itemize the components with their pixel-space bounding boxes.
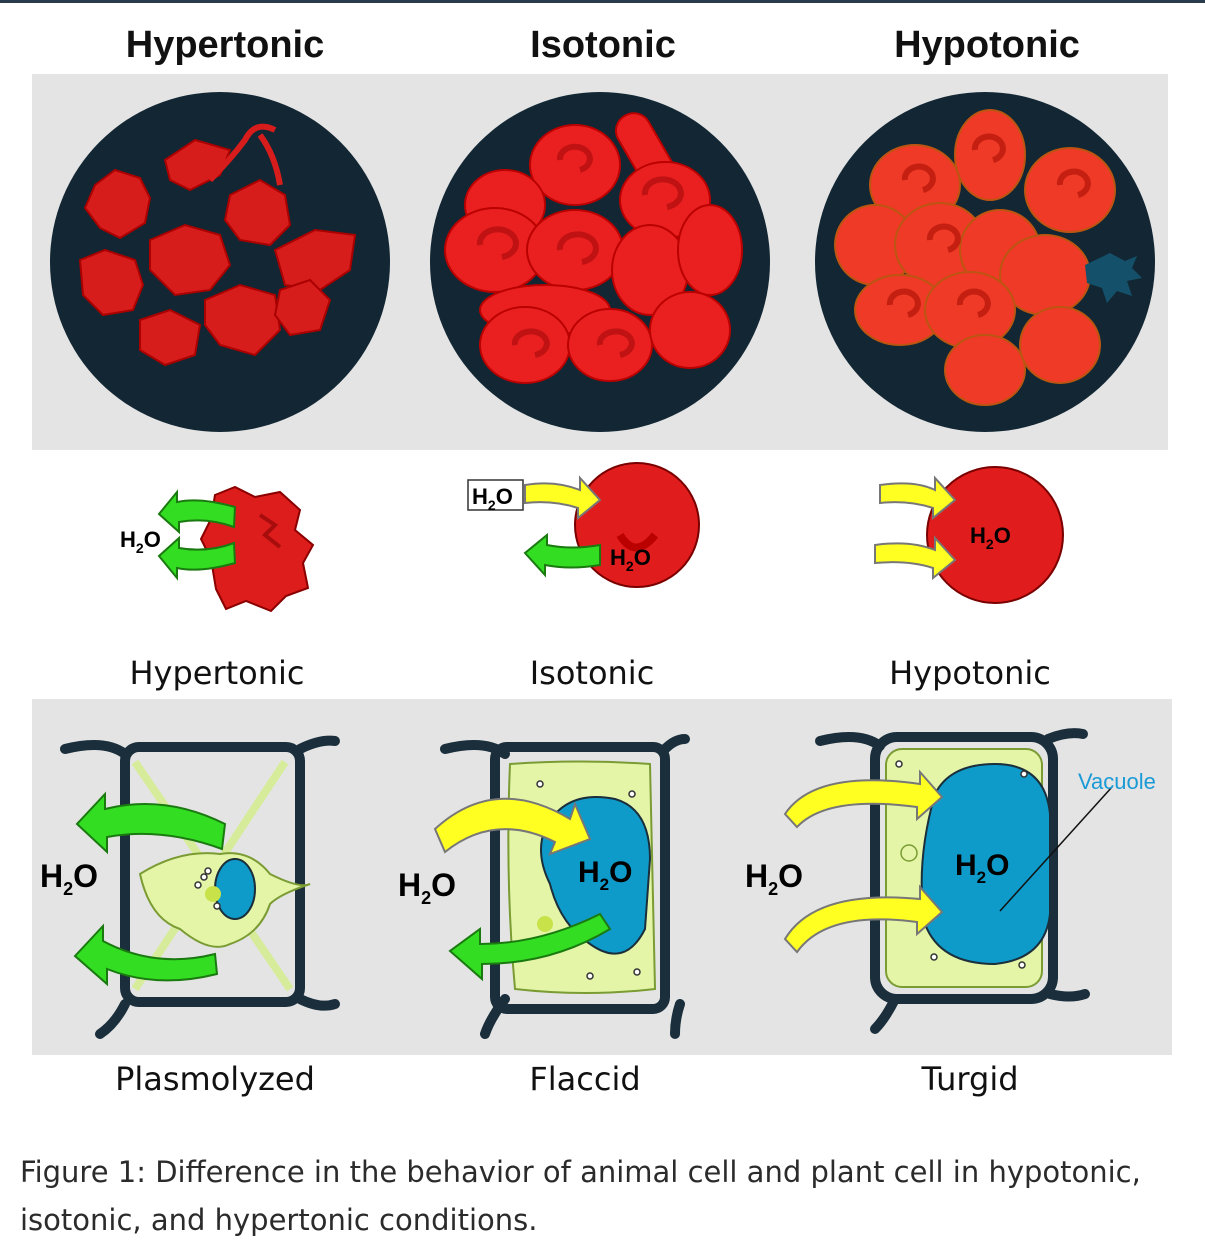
state-turgid: Turgid — [921, 1060, 1019, 1098]
vacuole-label: Vacuole — [1078, 769, 1156, 794]
title-isotonic: Isotonic — [530, 24, 676, 66]
state-flaccid: Flaccid — [529, 1060, 641, 1098]
title-hypertonic: Hypertonic — [125, 24, 325, 66]
hypotonic-blood-circle — [815, 92, 1155, 432]
figure-caption: Figure 1: Difference in the behavior of … — [20, 1155, 1141, 1237]
plant-cell-row: H2O H2O H2O H2O H2O V — [40, 728, 1156, 1039]
hypertonic-animal-cell: H2O — [120, 485, 315, 613]
top-border — [0, 0, 1205, 3]
plant-title-hypertonic: Hypertonic — [129, 654, 305, 692]
water-label: H2O — [120, 527, 161, 556]
water-label: H2O — [970, 523, 1011, 552]
isotonic-animal-cell: H2O H2O — [467, 462, 700, 588]
animal-cell-row: H2O H2O H2O H2O — [120, 462, 1064, 613]
plasmolyzed-plant-cell: H2O — [40, 735, 340, 1039]
state-plasmolyzed: Plasmolyzed — [115, 1060, 315, 1098]
isotonic-blood-circle — [430, 92, 770, 432]
plant-title-isotonic: Isotonic — [529, 654, 655, 692]
turgid-plant-cell: H2O H2O Vacuole — [745, 728, 1156, 1034]
plant-title-hypotonic: Hypotonic — [889, 654, 1051, 692]
hypotonic-animal-cell: H2O — [874, 466, 1064, 604]
water-label: H2O — [472, 484, 513, 513]
flaccid-plant-cell: H2O H2O — [398, 734, 690, 1039]
hypertonic-blood-circle — [50, 92, 390, 432]
water-label: H2O — [398, 867, 456, 908]
blood-cell-circles — [50, 92, 1155, 432]
water-label: H2O — [40, 858, 98, 899]
water-label: H2O — [745, 858, 803, 899]
title-hypotonic: Hypotonic — [894, 24, 1080, 66]
